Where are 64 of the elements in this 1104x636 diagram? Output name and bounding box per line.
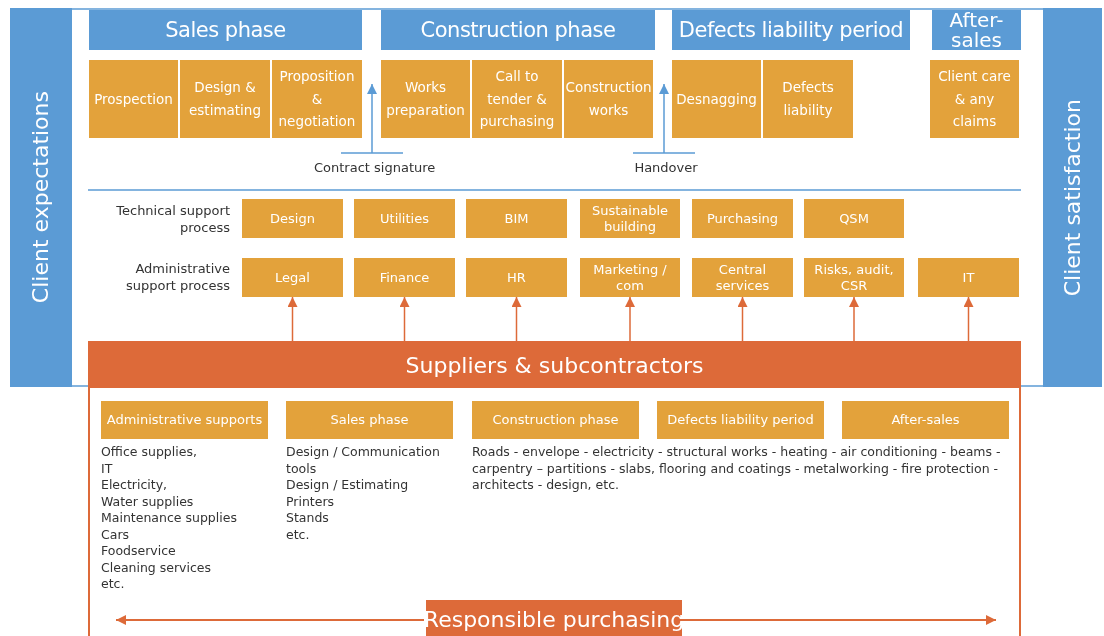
list-item: etc. xyxy=(101,576,126,593)
phase-header: After-sales xyxy=(932,10,1021,50)
list-item: Foodservice xyxy=(101,543,177,560)
support-box: Central services xyxy=(692,258,793,297)
category-box: Defects liability period xyxy=(657,401,824,439)
description-text: Roads - envelope - electricity - structural works - heating - air conditioning - beams - carpentry – partitions - slabs, flooring and coatings - metalworking - fire protection - architects - design, etc. xyxy=(472,444,1002,494)
banner-box: Responsible purchasing xyxy=(426,600,682,636)
support-box: Sustainable building xyxy=(580,199,680,238)
list-item: Design / Communication tools xyxy=(286,444,441,477)
list-item: Printers xyxy=(286,493,336,510)
category-box: Construction phase xyxy=(472,401,639,439)
arrow xyxy=(115,615,425,625)
phase-header: Construction phase xyxy=(381,10,655,50)
row-label: Administrative support process xyxy=(125,261,230,295)
list-item: IT xyxy=(101,460,114,477)
list-item: Maintenance supplies xyxy=(101,510,238,527)
process-box: Call to tender & purchasing xyxy=(472,60,562,138)
category-box: Administrative supports xyxy=(101,401,268,439)
process-box: Construction works xyxy=(564,60,653,138)
support-box: HR xyxy=(466,258,567,297)
arrow xyxy=(287,296,298,342)
arrow xyxy=(399,296,410,342)
process-box: Design & estimating xyxy=(180,60,270,138)
list-item: Water supplies xyxy=(101,493,195,510)
process-box: Desnagging xyxy=(672,60,761,138)
support-box: IT xyxy=(918,258,1019,297)
section-panel xyxy=(88,341,1021,636)
support-box: Legal xyxy=(242,258,343,297)
support-box: Purchasing xyxy=(692,199,793,238)
list-item: Design / Estimating xyxy=(286,477,410,494)
process-box: Defects liability xyxy=(763,60,853,138)
process-box: Client care & any claims xyxy=(930,60,1019,138)
process-box: Works preparation xyxy=(381,60,470,138)
support-box: Utilities xyxy=(354,199,455,238)
arrow xyxy=(511,296,522,342)
support-box: Finance xyxy=(354,258,455,297)
arrow xyxy=(849,296,859,342)
support-box: QSM xyxy=(804,199,904,238)
list-item: Stands xyxy=(286,510,330,527)
list-item: Electricity, xyxy=(101,477,169,494)
category-box: Sales phase xyxy=(286,401,453,439)
support-box: Marketing / com xyxy=(580,258,680,297)
arrow xyxy=(737,296,748,342)
phase-header: Defects liability period xyxy=(672,10,910,50)
side-band: Client satisfaction xyxy=(1043,8,1102,387)
arrow xyxy=(963,296,974,342)
list-item: Office supplies, xyxy=(101,444,198,461)
support-box: BIM xyxy=(466,199,567,238)
list-item: etc. xyxy=(286,526,311,543)
side-band: Client expectations xyxy=(10,8,72,387)
category-box: After-sales xyxy=(842,401,1009,439)
milestone-label: Handover xyxy=(633,160,699,177)
support-box: Risks, audit, CSR xyxy=(804,258,904,297)
process-box: Prospection xyxy=(89,60,178,138)
row-label: Technical support process xyxy=(115,203,230,237)
section-header: Suppliers & subcontractors xyxy=(90,343,1019,388)
milestone-label: Contract signature xyxy=(314,160,434,177)
phase-header: Sales phase xyxy=(89,10,362,50)
support-box: Design xyxy=(242,199,343,238)
list-item: Cleaning services xyxy=(101,559,213,576)
list-item: Cars xyxy=(101,526,131,543)
process-box: Proposition & negotiation xyxy=(272,60,362,138)
arrow xyxy=(679,615,997,625)
arrow xyxy=(625,296,635,342)
